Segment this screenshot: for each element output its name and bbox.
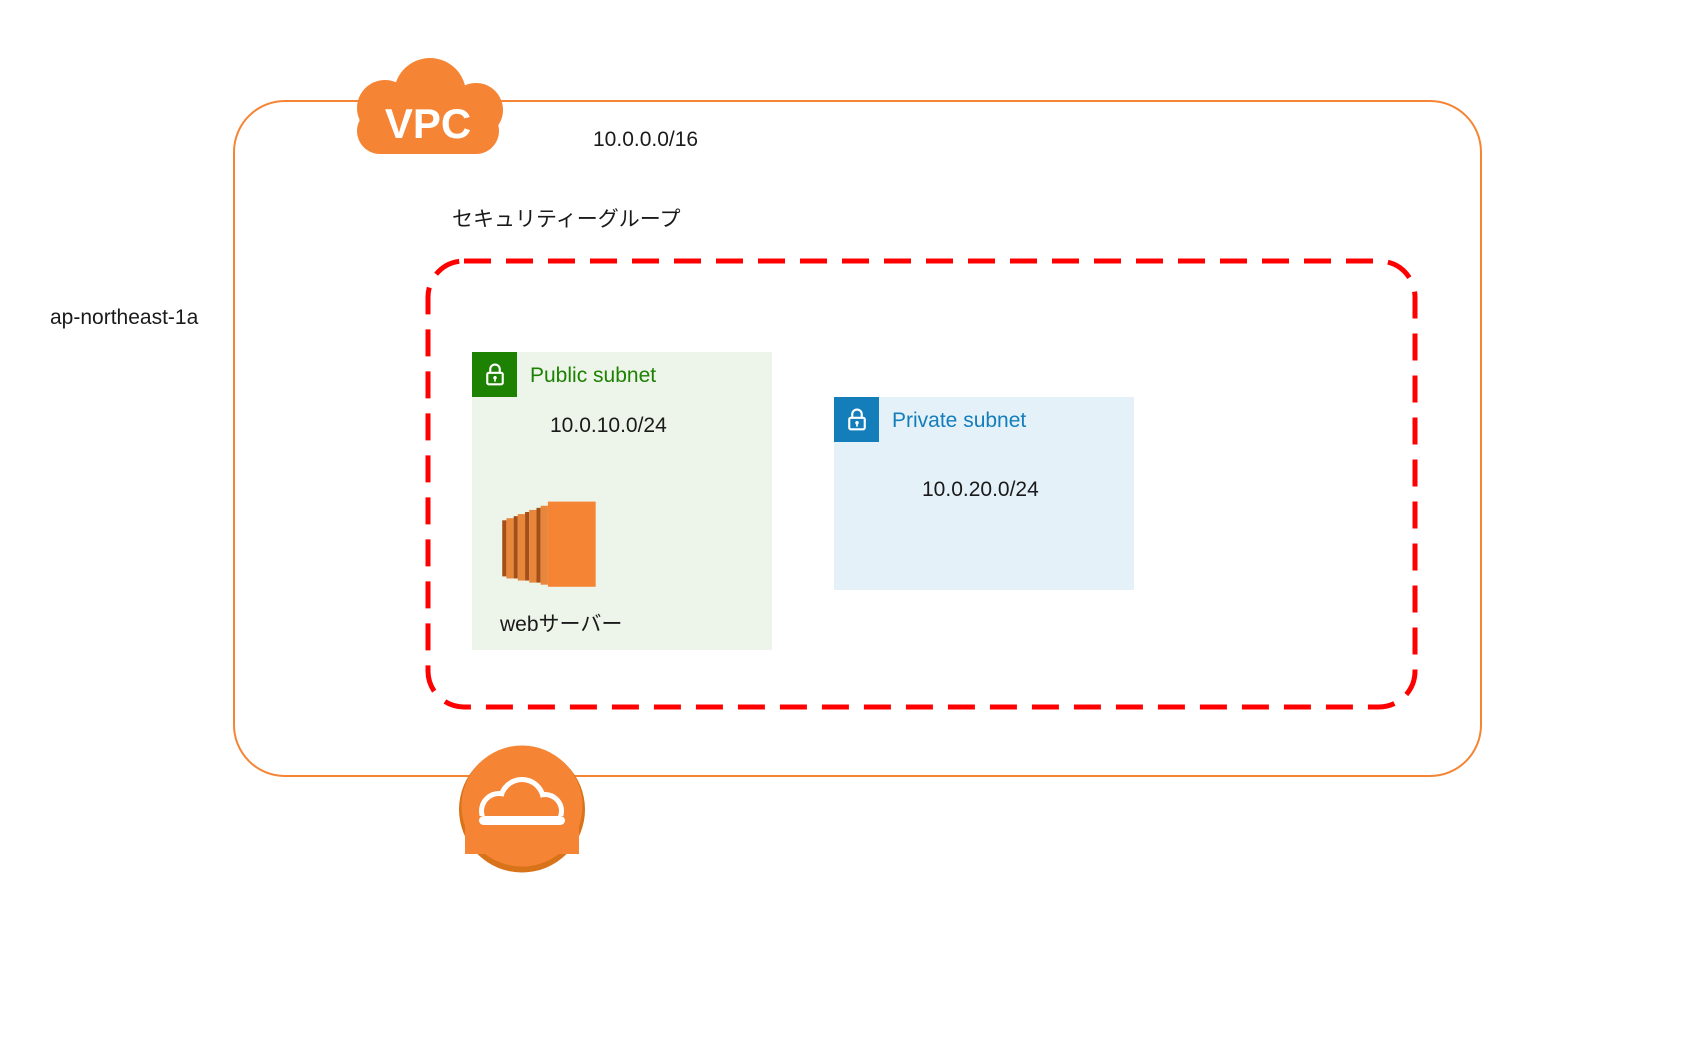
private-subnet-lock-icon [834,397,879,442]
private-subnet-box: Private subnet 10.0.20.0/24 [834,397,1134,590]
vpc-cidr: 10.0.0.0/16 [593,128,699,151]
security-group-label: セキュリティーグループ [452,208,681,231]
security-group-boundary [425,258,1418,710]
private-subnet-label: Private subnet [892,409,1027,432]
web-server-label: webサーバー [500,613,623,636]
public-subnet-box: Public subnet 10.0.10.0/24 webサーバー [472,352,772,650]
vpc-boundary [233,100,1482,777]
public-subnet-lock-icon [472,352,517,397]
vpc-cloud-icon: VPC [333,52,523,156]
public-subnet-cidr: 10.0.10.0/24 [550,414,667,437]
ec2-instance-icon [498,485,602,593]
internet-gateway-icon [457,743,587,873]
public-subnet-label: Public subnet [530,364,657,387]
vpc-label: VPC [385,100,471,147]
private-subnet-cidr: 10.0.20.0/24 [922,478,1039,501]
availability-zone-label: ap-northeast-1a [50,306,199,329]
